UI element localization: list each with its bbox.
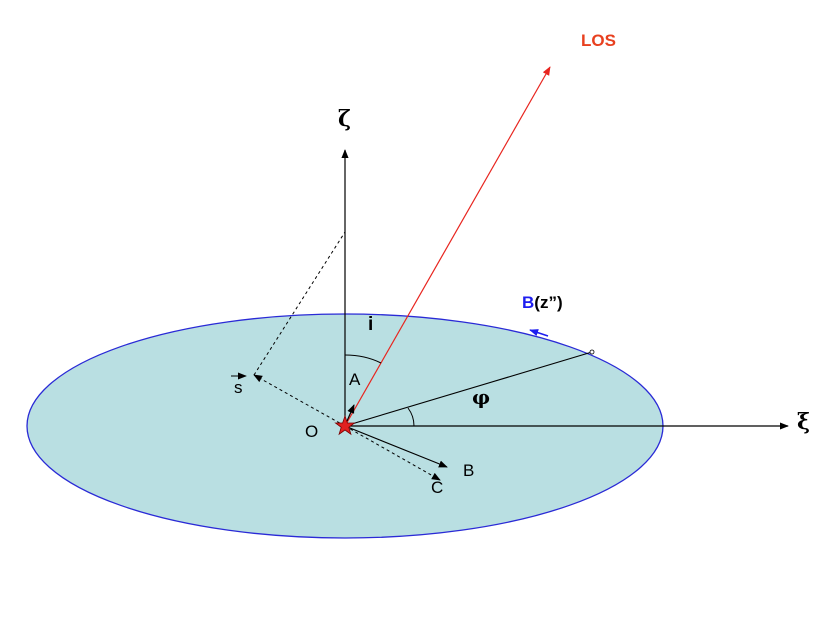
b-label: B bbox=[463, 461, 474, 480]
a-label: A bbox=[349, 370, 361, 389]
b-z-letter: B bbox=[522, 293, 534, 312]
a-vector bbox=[346, 404, 355, 422]
zeta-label: ζ bbox=[338, 106, 351, 132]
star-icon bbox=[334, 414, 356, 436]
b-z-label: B(z”) bbox=[522, 293, 563, 312]
s-projection-line bbox=[253, 374, 346, 427]
s-label: s bbox=[234, 378, 243, 397]
b-vector bbox=[344, 425, 448, 468]
s-vector-label: s bbox=[231, 372, 247, 397]
los-line bbox=[344, 66, 551, 427]
s-perpendicular-line bbox=[253, 231, 346, 376]
phi-label: φ bbox=[472, 385, 490, 409]
xi-label: ξ bbox=[797, 409, 810, 435]
origin-label: O bbox=[305, 422, 318, 441]
angle-phi-arc bbox=[407, 407, 415, 427]
b-z-arrow bbox=[529, 329, 549, 337]
rim-point bbox=[589, 349, 595, 355]
los-label: LOS bbox=[581, 31, 616, 50]
phi-line bbox=[344, 351, 593, 427]
c-vector bbox=[344, 425, 441, 481]
c-label: C bbox=[431, 478, 443, 497]
b-z-argument: (z”) bbox=[534, 293, 562, 312]
angle-i-arc bbox=[344, 354, 382, 364]
i-label: i bbox=[368, 314, 373, 335]
